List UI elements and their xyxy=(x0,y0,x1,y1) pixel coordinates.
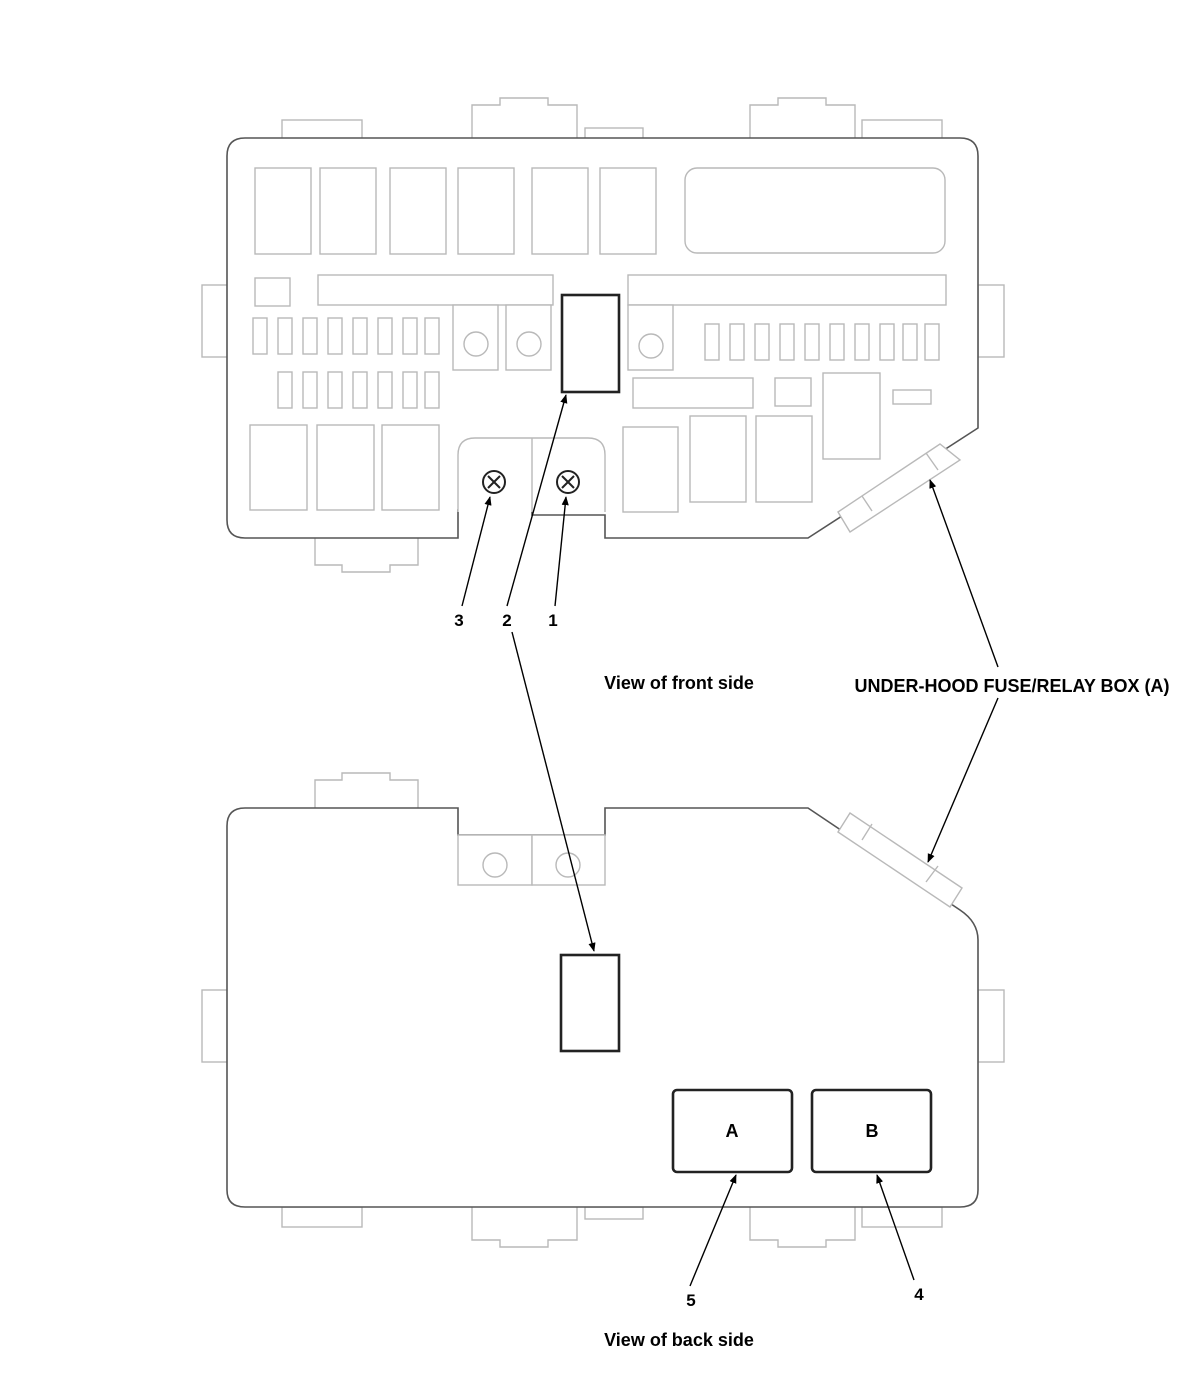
back-bottom-tabs xyxy=(281,1206,943,1248)
front-view-box xyxy=(201,97,1005,573)
callout-2: 2 xyxy=(502,611,511,630)
front-fuse-strips xyxy=(254,274,947,307)
front-left-side-tab xyxy=(201,284,229,358)
leader-lines xyxy=(461,394,999,1287)
component-label: UNDER-HOOD FUSE/RELAY BOX (A) xyxy=(854,676,1169,696)
back-diagonal-connector xyxy=(837,812,963,908)
back-terminal-housing xyxy=(457,834,606,886)
back-view-box: A B xyxy=(201,772,1005,1248)
connector-a xyxy=(671,1088,794,1174)
connector-b-label: B xyxy=(866,1121,879,1141)
leader-box-back xyxy=(927,697,999,863)
front-right-side-tab xyxy=(977,284,1005,358)
callout-5: 5 xyxy=(686,1291,695,1310)
front-fuse-2 xyxy=(560,293,621,394)
back-fuse-2 xyxy=(559,953,621,1053)
leader-box-front xyxy=(929,479,999,668)
leader-2-front xyxy=(506,394,568,607)
leader-5 xyxy=(689,1174,737,1287)
callout-3: 3 xyxy=(454,611,463,630)
connector-a-label: A xyxy=(726,1121,739,1141)
connector-b xyxy=(810,1088,933,1174)
callout-1: 1 xyxy=(548,611,557,630)
front-diagonal-connector xyxy=(837,443,962,533)
leader-4 xyxy=(876,1174,915,1281)
back-top-tab xyxy=(314,772,419,808)
front-screw-3-icon xyxy=(482,470,506,494)
back-left-side-tab xyxy=(201,989,229,1063)
front-screw-1-icon xyxy=(556,470,580,494)
front-mid-components xyxy=(632,372,932,460)
front-mini-fuses xyxy=(252,317,940,409)
front-top-tabs xyxy=(281,97,943,141)
front-view-caption: View of front side xyxy=(604,673,754,693)
back-view-caption: View of back side xyxy=(604,1330,754,1350)
callout-4: 4 xyxy=(914,1285,924,1304)
leader-1 xyxy=(554,496,569,607)
front-bottom-relays xyxy=(249,415,813,513)
back-right-side-tab xyxy=(977,989,1005,1063)
front-round-terminals xyxy=(452,304,674,371)
front-top-relays xyxy=(254,167,946,255)
front-bottom-tab xyxy=(314,535,419,573)
leader-3 xyxy=(461,496,492,607)
leader-2-back xyxy=(511,631,596,952)
